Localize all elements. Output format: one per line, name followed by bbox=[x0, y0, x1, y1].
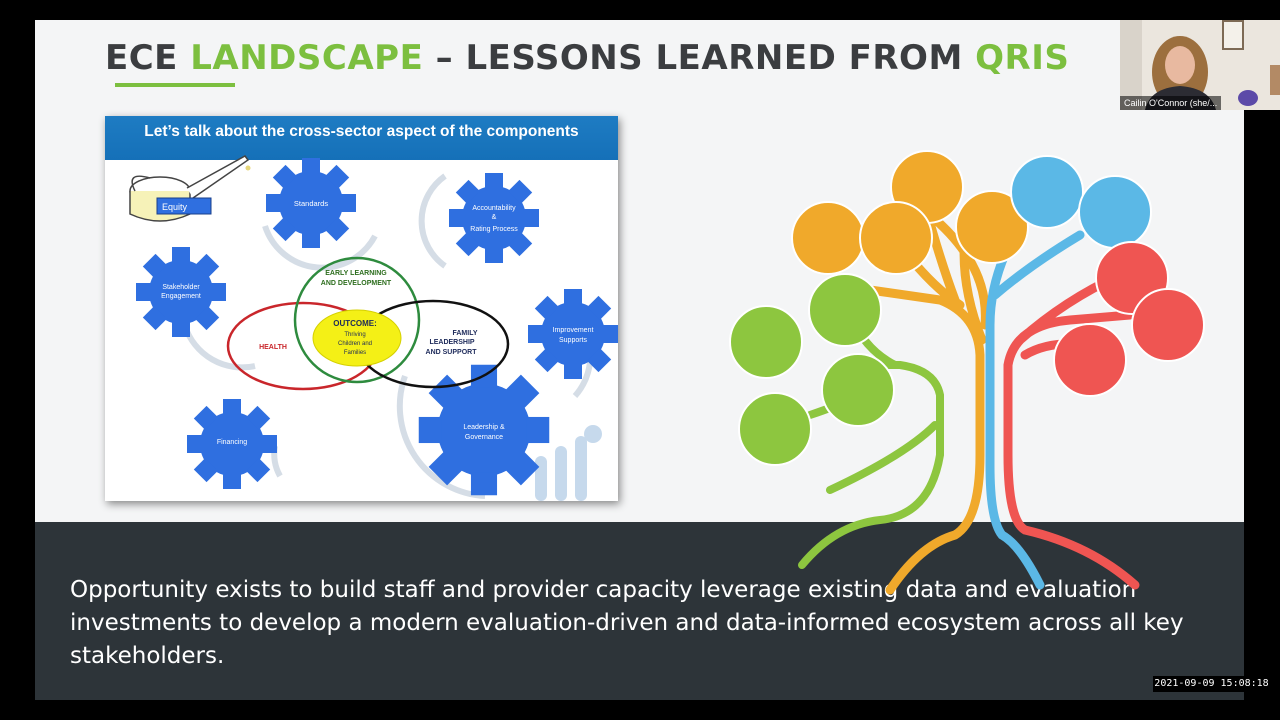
outcome-center bbox=[312, 309, 402, 367]
slide-title: ECE LANDSCAPE – LESSONS LEARNED FROM QRI… bbox=[105, 38, 1069, 78]
gear-accountability-label-3: Rating Process bbox=[470, 226, 518, 233]
gear-stakeholder-label-1: Stakeholder bbox=[162, 284, 200, 291]
family-label-2: LEADERSHIP bbox=[429, 339, 474, 346]
leaf-blue-1 bbox=[1010, 155, 1084, 229]
leaf-green-1 bbox=[808, 273, 882, 347]
embedded-slide-image: Let’s talk about the cross-sector aspect… bbox=[105, 116, 618, 501]
gear-accountability-label-1: Accountability bbox=[472, 205, 516, 212]
title-part-landscape: LANDSCAPE bbox=[190, 38, 424, 78]
title-part-ece: ECE bbox=[105, 38, 191, 78]
caption-band bbox=[35, 522, 1244, 700]
leaf-orange-3 bbox=[859, 201, 933, 275]
title-underline bbox=[115, 83, 235, 87]
early-learning-circle bbox=[293, 256, 421, 384]
gear-stakeholder-label-2: Engagement bbox=[161, 293, 201, 300]
leaf-orange-2 bbox=[791, 201, 865, 275]
equity-oil-can-icon: Equity bbox=[129, 155, 251, 222]
embedded-slide-header bbox=[105, 116, 618, 160]
outcome-line-1: Thriving bbox=[344, 332, 365, 338]
title-part-qris: QRIS bbox=[975, 38, 1070, 78]
health-label: HEALTH bbox=[259, 344, 287, 351]
participant-video-tile[interactable]: Cailin O'Connor (she/... bbox=[1120, 20, 1280, 110]
tree-branch-red bbox=[1003, 270, 1140, 590]
outcome-line-3: Families bbox=[344, 350, 366, 356]
embedded-slide-title: Let’s talk about the cross-sector aspect… bbox=[144, 123, 579, 140]
leaf-red-3 bbox=[1053, 323, 1127, 397]
watermark-logo bbox=[535, 425, 602, 501]
outcome-line-2: Children and bbox=[338, 341, 372, 347]
early-learning-label-1: EARLY LEARNING bbox=[325, 270, 387, 277]
gear-leadership-label-1: Leadership & bbox=[463, 424, 505, 431]
gear-stakeholder-icon bbox=[136, 247, 226, 337]
decorative-arc bbox=[418, 173, 447, 269]
gear-improvement-label-2: Supports bbox=[559, 337, 588, 344]
gear-leadership-label-2: Governance bbox=[465, 434, 503, 441]
equity-label: Equity bbox=[162, 202, 188, 212]
leaf-red-2 bbox=[1131, 288, 1205, 362]
decorative-arc bbox=[396, 374, 486, 499]
recording-timestamp: 2021-09-09 15:08:18 bbox=[1153, 676, 1270, 692]
leaf-green-4 bbox=[738, 392, 812, 466]
family-label-1: FAMILY bbox=[452, 330, 477, 337]
title-part-lessons: – LESSONS LEARNED FROM bbox=[423, 38, 976, 78]
gear-improvement-label-1: Improvement bbox=[553, 327, 594, 334]
tree-branch-orange bbox=[865, 200, 990, 595]
presentation-slide: ECE LANDSCAPE – LESSONS LEARNED FROM QRI… bbox=[35, 20, 1244, 700]
leaf-green-3 bbox=[821, 353, 895, 427]
tree-branch-green bbox=[798, 311, 944, 569]
decorative-arc bbox=[262, 225, 378, 271]
decorative-arc bbox=[182, 325, 256, 371]
gear-improvement-icon bbox=[528, 289, 618, 379]
gear-financing-label: Financing bbox=[217, 439, 247, 446]
colorful-tree-illustration bbox=[729, 150, 1205, 595]
gear-accountability-label-2: & bbox=[492, 214, 497, 221]
gear-standards-label: Standards bbox=[294, 199, 328, 208]
leaf-blue-2 bbox=[1078, 175, 1152, 249]
participant-name-label: Cailin O'Connor (she/... bbox=[1120, 96, 1222, 110]
early-learning-label-2: AND DEVELOPMENT bbox=[321, 280, 392, 287]
slide-caption: Opportunity exists to build staff and pr… bbox=[70, 577, 1184, 669]
qris-components-diagram: Equity Standards Accountability & Rating… bbox=[129, 155, 618, 501]
leaf-green-2 bbox=[729, 305, 803, 379]
family-label-3: AND SUPPORT bbox=[426, 349, 478, 356]
outcome-title: OUTCOME: bbox=[333, 319, 377, 328]
leaf-orange-4 bbox=[955, 190, 1029, 264]
